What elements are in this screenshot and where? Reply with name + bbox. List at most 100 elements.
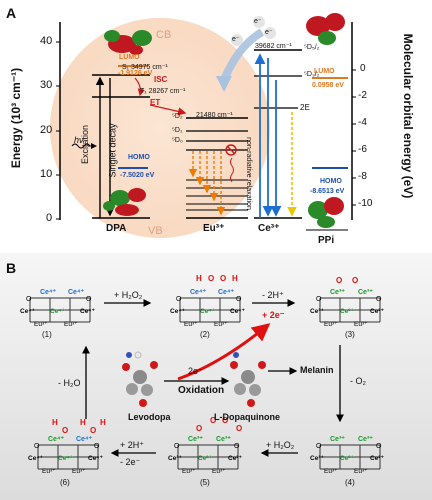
panel-a: A Energy (10³ cm⁻¹) Molecular orbital en… bbox=[6, 6, 415, 246]
dpa-homo-orbital bbox=[103, 188, 146, 216]
ce-mid-ion: Ce⁴⁺ bbox=[28, 455, 44, 462]
ce-top-ion: Ce⁴⁺ bbox=[76, 436, 92, 443]
ce-top-ion: Ce³⁺ bbox=[330, 436, 345, 443]
ce-mid-ion: Ce⁴⁺ bbox=[200, 308, 216, 315]
ppi-label: PPi bbox=[318, 235, 335, 246]
right-tick: -10 bbox=[358, 198, 373, 209]
ce-mid-ion: Ce⁴⁺ bbox=[80, 308, 96, 315]
left-axis-ticks bbox=[56, 41, 60, 220]
step-label-plus-2h: + 2H⁺ bbox=[120, 440, 145, 450]
excitation-label: Excitation bbox=[80, 124, 91, 165]
eu-ion: Eu³⁺ bbox=[354, 321, 368, 328]
eu-5d2-label: ⁵D₂ bbox=[172, 113, 183, 120]
ppi-homo-orbital bbox=[308, 197, 344, 228]
oxygen-atom: O bbox=[234, 443, 240, 450]
eu-emission-arrows bbox=[188, 151, 226, 216]
right-tick: 0 bbox=[360, 63, 366, 74]
oxygen-atom: O bbox=[176, 296, 182, 303]
oxygen-atom: O bbox=[236, 296, 242, 303]
ce-top-ion: Ce³⁺ bbox=[358, 289, 373, 296]
adsorbate-atom: O bbox=[352, 276, 358, 285]
eu-5d0-label: ⁵D₀ bbox=[172, 137, 183, 144]
eu-ion: Eu³⁺ bbox=[324, 321, 338, 328]
ppi-lumo-orbital bbox=[306, 13, 345, 45]
electron-markers bbox=[231, 16, 276, 46]
ppi-homo-title: HOMO bbox=[320, 178, 342, 185]
electron-label: e⁻ bbox=[265, 29, 273, 36]
levodopa-label: Levodopa bbox=[128, 412, 171, 422]
ce-top-ion: Ce³⁺ bbox=[188, 436, 203, 443]
adsorbate-atom: O bbox=[90, 426, 96, 435]
eu-ion: Eu³⁺ bbox=[354, 468, 368, 475]
et-label: ET bbox=[150, 98, 161, 107]
adsorbate-atom: H bbox=[196, 274, 202, 283]
oxygen-atom: O bbox=[376, 296, 382, 303]
isc-label: ISC bbox=[154, 75, 168, 84]
levodopa-molecule bbox=[122, 351, 158, 407]
eu-ion: Eu³⁺ bbox=[42, 468, 56, 475]
adsorbate-atom: H bbox=[232, 274, 238, 283]
ce-mid-ion: Ce⁴⁺ bbox=[230, 308, 246, 315]
adsorbate-atom: O bbox=[220, 274, 226, 283]
non-radiative-label: non-radiative relaxation bbox=[244, 137, 252, 210]
ce-mid-ion: Ce³⁺ bbox=[228, 455, 242, 462]
electron-label: e⁻ bbox=[254, 18, 262, 25]
center-2e-label: 2e⁻ bbox=[188, 366, 203, 376]
eu-ion: Eu³⁺ bbox=[184, 321, 198, 328]
band-ellipse bbox=[50, 18, 270, 238]
ce-mid-ion: Ce³⁺ bbox=[310, 455, 324, 462]
state-label-3: (3) bbox=[345, 330, 355, 339]
eu-ion: Eu³⁺ bbox=[324, 468, 338, 475]
transfer-arrow bbox=[220, 28, 265, 82]
oxygen-atom: O bbox=[174, 443, 180, 450]
ce-top-ion: Ce⁴⁺ bbox=[48, 436, 64, 443]
ce-5d32-label: ⁵D₃/₂ bbox=[304, 71, 320, 78]
ce-arrows bbox=[254, 53, 297, 218]
ce-mid-ion: Ce⁴⁺ bbox=[58, 455, 74, 462]
step-label-minus-o2: - O₂ bbox=[350, 376, 366, 386]
singlet-decay-label: Singlet decay bbox=[107, 123, 118, 178]
adsorbate-atom: O bbox=[222, 416, 228, 425]
isc-arrow bbox=[134, 77, 145, 97]
adsorbate-atom: O bbox=[210, 416, 216, 425]
eu-label: Eu³⁺ bbox=[203, 223, 225, 234]
energy-diagram bbox=[50, 13, 356, 238]
oxygen-atom: O bbox=[94, 443, 100, 450]
eu-5d1-label: ⁵D₁ bbox=[172, 127, 183, 134]
adsorbate-atom: O bbox=[208, 274, 214, 283]
state-label-2: (2) bbox=[200, 330, 210, 339]
cb-label: CB bbox=[156, 29, 172, 41]
ppi-lumo-title: LUMO bbox=[314, 68, 335, 75]
y-axis-left-title: Energy (10³ cm⁻¹) bbox=[9, 67, 24, 169]
right-tick: -4 bbox=[358, 117, 367, 128]
dpa-lumo-orbital bbox=[104, 30, 152, 55]
ce-top-ion: Ce⁴⁺ bbox=[40, 289, 56, 296]
dpa-homo-value: -7.5020 eV bbox=[120, 172, 155, 179]
state-label-1: (1) bbox=[42, 330, 52, 339]
ce-mid-ion: Ce³⁺ bbox=[168, 455, 182, 462]
step-label-minus-h2o: - H₂O bbox=[58, 378, 81, 388]
ppi-homo-value: -8.6513 eV bbox=[310, 188, 345, 195]
ce-mid-ion: Ce⁴⁺ bbox=[88, 455, 104, 462]
ce-2e-label: 2E bbox=[300, 103, 310, 112]
ce-mid-ion: Ce³⁺ bbox=[198, 455, 212, 462]
left-tick: 10 bbox=[40, 168, 53, 180]
ce-mid-ion: Ce³⁺ bbox=[370, 455, 384, 462]
state-label-4: (4) bbox=[345, 478, 355, 487]
oxidation-label: Oxidation bbox=[178, 385, 225, 396]
ce-mid-ion: Ce⁴⁺ bbox=[50, 308, 66, 315]
hv-label: hν bbox=[74, 135, 84, 145]
dopaquinone-molecule bbox=[230, 352, 266, 407]
ce-mid-ion: Ce⁴⁺ bbox=[20, 308, 36, 315]
step-label-h2o2-2: + H₂O₂ bbox=[266, 440, 295, 450]
oxygen-atom: O bbox=[316, 443, 322, 450]
ce-mid-ion: Ce⁴⁺ bbox=[170, 308, 186, 315]
panel-letter-b: B bbox=[6, 260, 17, 276]
dpa-homo-title: HOMO bbox=[128, 154, 150, 161]
eu-energy-label: 21480 cm⁻¹ bbox=[196, 112, 233, 119]
melanin-label: Melanin bbox=[300, 365, 334, 375]
dpa-lumo-title: LUMO bbox=[119, 54, 140, 61]
ce-mid-ion: Ce³⁺ bbox=[370, 308, 384, 315]
ce-mid-ion: Ce³⁺ bbox=[340, 308, 354, 315]
